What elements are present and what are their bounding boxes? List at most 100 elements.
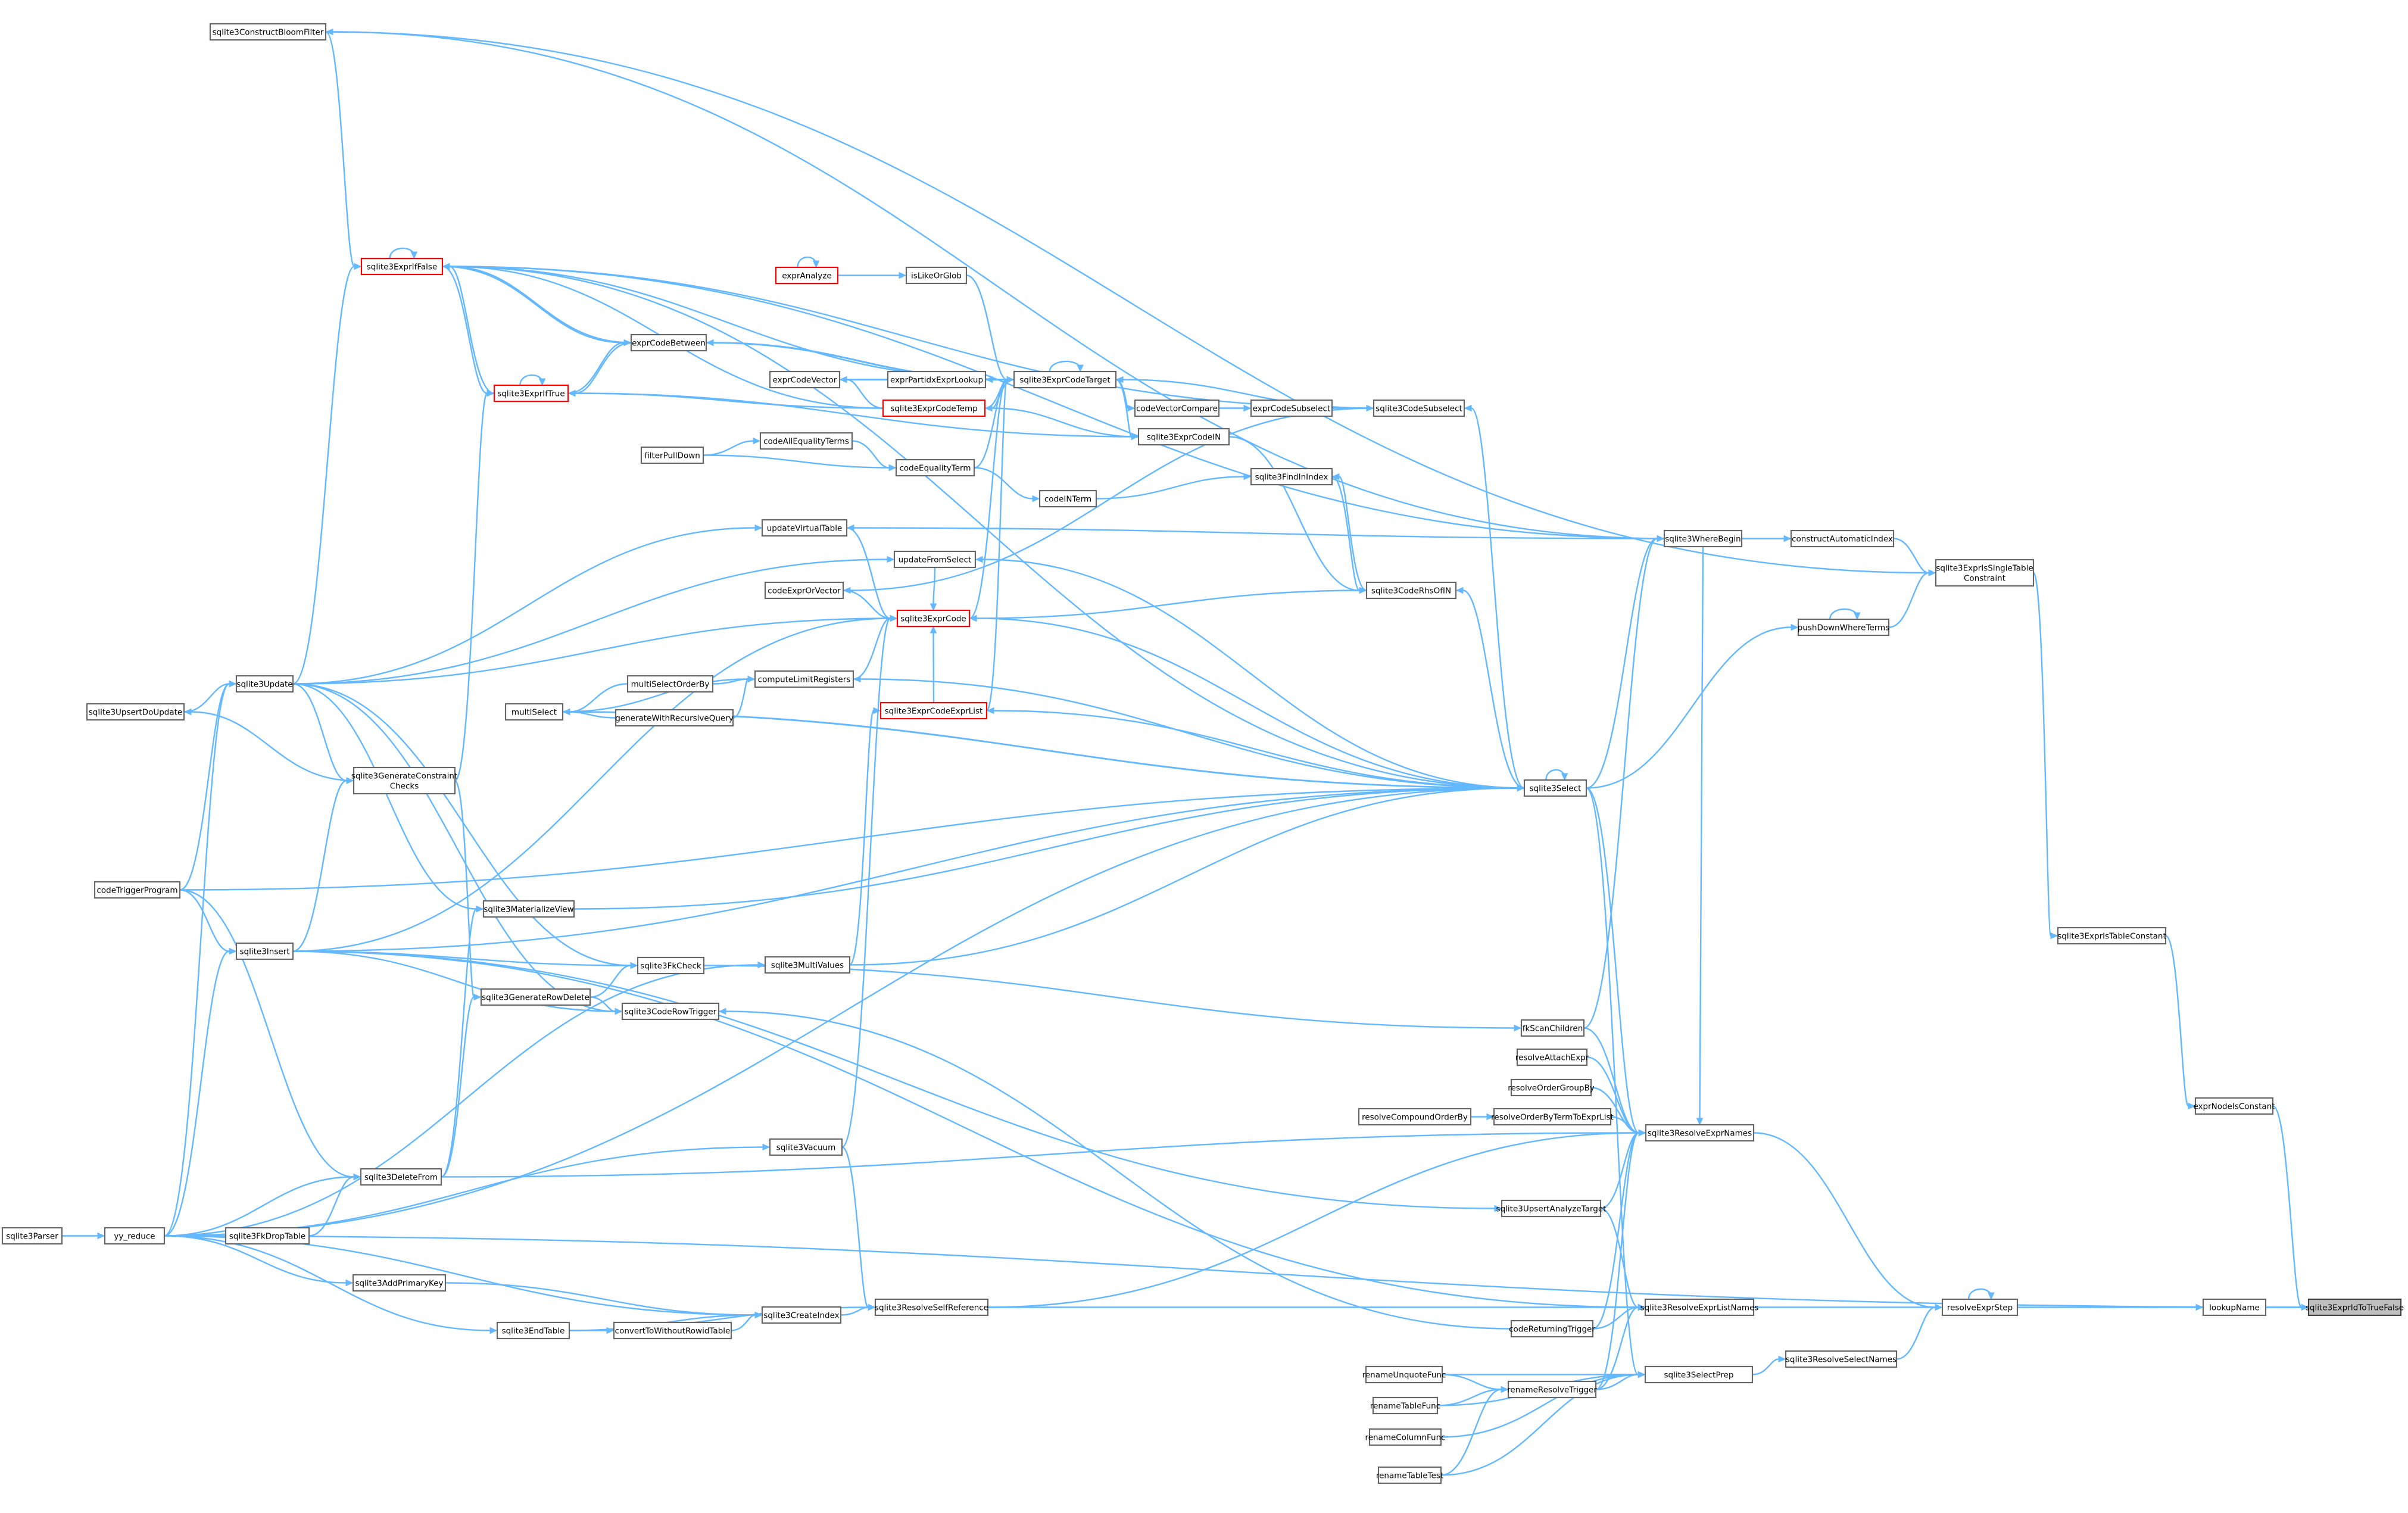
node-sqlite3-construct-bloom-filter[interactable]: sqlite3ConstructBloomFilter [209,23,327,41]
node-is-like-or-glob[interactable]: isLikeOrGlob [905,266,968,285]
node-sqlite3-parser[interactable]: sqlite3Parser [1,1227,63,1245]
edge-sqlite3-upsert-do-update-to-sqlite3-update-arrowhead [229,680,237,688]
node-sqlite3-fk-check[interactable]: sqlite3FkCheck [637,956,705,975]
node-sqlite3-upsert-do-update[interactable]: sqlite3UpsertDoUpdate [86,703,185,721]
edge-sqlite3-select-to-sqlite3-code-subselect-arrowhead [1464,404,1472,412]
node-resolve-order-by-term-to-expr-list[interactable]: resolveOrderByTermToExprList [1491,1108,1614,1126]
node-sqlite3-code-row-trigger[interactable]: sqlite3CodeRowTrigger [621,1002,720,1021]
node-sqlite3-expr-code-temp[interactable]: sqlite3ExprCodeTemp [882,399,986,417]
edge-sqlite3-expr-if-false-to-sqlite3-expr-if-true [442,266,495,397]
edge-sqlite3-expr-code-target-to-expr-code-between-arrowhead [706,339,714,347]
node-rename-table-func[interactable]: renameTableFunc [1370,1396,1440,1415]
node-multi-select-order-by[interactable]: multiSelectOrderBy [626,675,714,693]
node-box [895,458,975,477]
node-resolve-compound-order-by[interactable]: resolveCompoundOrderBy [1358,1108,1472,1126]
node-code-all-equality-terms[interactable]: codeAllEqualityTerms [759,432,853,450]
node-sqlite3-materialize-view[interactable]: sqlite3MaterializeView [482,900,575,918]
node-label: codeAllEqualityTerms [763,437,849,447]
node-sqlite3-select-prep[interactable]: sqlite3SelectPrep [1644,1365,1754,1384]
edge-sqlite3-resolve-self-reference-to-sqlite3-resolve-expr-names-line [987,1132,1639,1308]
node-label: codeExprOrVector [768,587,841,596]
node-sqlite3-delete-from[interactable]: sqlite3DeleteFrom [360,1168,442,1186]
node-sqlite3-code-rhs-of-in[interactable]: sqlite3CodeRhsOfIN [1365,581,1457,600]
node-rename-table-test[interactable]: renameTableTest [1376,1466,1443,1484]
node-box [1501,1199,1602,1218]
node-sqlite3-create-index[interactable]: sqlite3CreateIndex [761,1306,842,1324]
edge-resolve-expr-step-to-lookup-name-arrowhead [2195,1303,2204,1311]
node-multi-select[interactable]: multiSelect [504,703,564,721]
node-sqlite3-expr-if-true[interactable]: sqlite3ExprIfTrue [493,384,569,403]
node-box [761,519,848,537]
node-expr-partidx-expr-lookup[interactable]: exprPartidxExprLookup [887,370,987,389]
node-sqlite3-resolve-select-names[interactable]: sqlite3ResolveSelectNames [1785,1350,1898,1368]
node-sqlite3-generate-row-delete[interactable]: sqlite3GenerateRowDelete [480,988,591,1006]
node-expr-code-between[interactable]: exprCodeBetween [630,333,707,352]
node-push-down-where-terms[interactable]: pushDownWhereTerms [1798,618,1890,637]
edge-sqlite3-expr-code-in-to-sqlite3-code-rhs-of-in [1228,436,1367,594]
node-sqlite3-expr-code-in[interactable]: sqlite3ExprCodeIN [1137,428,1230,446]
node-sqlite3-insert[interactable]: sqlite3Insert [235,942,294,960]
node-rename-resolve-trigger[interactable]: renameResolveTrigger [1507,1380,1597,1399]
node-sqlite3-expr-is-table-constant[interactable]: sqlite3ExprIsTableConstant [2057,926,2167,945]
edge-code-equality-term-to-sqlite3-expr-code-target-line [974,379,1008,469]
node-code-trigger-program[interactable]: codeTriggerProgram [93,881,181,899]
edge-sqlite3-select-prep-to-sqlite3-resolve-select-names-line [1752,1358,1779,1375]
node-convert-to-without-rowid-table[interactable]: convertToWithoutRowidTable [613,1321,732,1340]
node-sqlite3-find-in-index[interactable]: sqlite3FindInIndex [1250,467,1333,486]
node-resolve-attach-expr[interactable]: resolveAttachExpr [1515,1048,1589,1066]
node-sqlite3-select[interactable]: sqlite3Select [1523,779,1587,797]
node-sqlite3-expr-if-false[interactable]: sqlite3ExprIfFalse [360,257,444,276]
node-generate-with-recursive-query[interactable]: generateWithRecursiveQuery [615,709,734,727]
node-filter-pull-down[interactable]: filterPullDown [640,446,704,464]
node-update-virtual-table[interactable]: updateVirtualTable [761,519,848,537]
node-code-vector-compare[interactable]: codeVectorCompare [1134,399,1220,417]
edge-expr-node-is-constant-to-sqlite3-expr-id-to-true-false-line [2272,1105,2303,1308]
node-sqlite3-vacuum[interactable]: sqlite3Vacuum [769,1138,843,1156]
node-code-expr-or-vector[interactable]: codeExprOrVector [764,581,844,600]
node-sqlite3-expr-code-target[interactable]: sqlite3ExprCodeTarget [1013,370,1117,389]
node-sqlite3-add-primary-key[interactable]: sqlite3AddPrimaryKey [352,1274,447,1292]
node-compute-limit-registers[interactable]: computeLimitRegisters [754,670,854,688]
node-sqlite3-upsert-analyze-target[interactable]: sqlite3UpsertAnalyzeTarget [1496,1199,1607,1218]
node-code-returning-trigger[interactable]: codeReturningTrigger [1509,1319,1595,1338]
node-lookup-name[interactable]: lookupName [2202,1298,2267,1317]
node-sqlite3-resolve-expr-names[interactable]: sqlite3ResolveExprNames [1645,1124,1755,1142]
node-sqlite3-resolve-self-reference[interactable]: sqlite3ResolveSelfReference [874,1298,989,1317]
node-label: updateVirtualTable [767,524,843,534]
node-sqlite3-expr-id-to-true-false[interactable]: sqlite3ExprIdToTrueFalse [2306,1298,2404,1317]
node-fk-scan-children[interactable]: fkScanChildren [1520,1019,1585,1037]
node-code-interm[interactable]: codeINTerm [1038,489,1097,508]
node-box [630,333,707,352]
node-rename-unquote-func[interactable]: renameUnquoteFunc [1362,1365,1446,1384]
node-sqlite3-resolve-expr-list-names[interactable]: sqlite3ResolveExprListNames [1640,1298,1759,1317]
node-sqlite3-multi-values[interactable]: sqlite3MultiValues [764,956,851,974]
edge-sqlite3-select-to-sqlite3-expr-if-false-arrowhead [442,263,450,270]
node-sqlite3-code-subselect[interactable]: sqlite3CodeSubselect [1373,399,1465,417]
node-sqlite3-where-begin[interactable]: sqlite3WhereBegin [1663,529,1743,548]
node-sqlite3-end-table[interactable]: sqlite3EndTable [496,1321,570,1340]
node-resolve-order-group-by[interactable]: resolveOrderGroupBy [1508,1078,1595,1097]
node-expr-code-vector[interactable]: exprCodeVector [769,370,841,389]
node-resolve-expr-step[interactable]: resolveExprStep [1941,1298,2019,1317]
node-construct-automatic-index[interactable]: constructAutomaticIndex [1790,529,1895,548]
node-sqlite3-expr-code-expr-list[interactable]: sqlite3ExprCodeExprList [879,701,988,720]
node-label: renameTableFunc [1370,1402,1440,1411]
node-yy-reduce[interactable]: yy_reduce [104,1227,166,1245]
node-rename-column-func[interactable]: renameColumnFunc [1365,1428,1446,1446]
node-code-equality-term[interactable]: codeEqualityTerm [895,458,975,477]
edge-code-interm-to-sqlite3-find-in-index [1096,473,1252,500]
node-expr-code-subselect[interactable]: exprCodeSubselect [1250,399,1333,417]
node-expr-analyze[interactable]: exprAnalyze [775,266,839,285]
node-sqlite3-expr-code[interactable]: sqlite3ExprCode [896,609,971,628]
edge-sqlite3-select-to-sqlite3-code-subselect-line [1471,407,1525,789]
node-expr-node-is-constant[interactable]: exprNodeIsConstant [2193,1097,2275,1115]
node-label: sqlite3ExprIfTrue [497,389,564,399]
edge-yy-reduce-to-sqlite3-add-primary-key [164,1235,354,1287]
node-update-from-select[interactable]: updateFromSelect [893,550,977,569]
node-label: sqlite3Vacuum [776,1143,835,1153]
node-sqlite3-update[interactable]: sqlite3Update [235,675,294,693]
node-box [1507,1380,1597,1399]
node-sqlite3-fk-drop-table[interactable]: sqlite3FkDropTable [224,1227,310,1245]
